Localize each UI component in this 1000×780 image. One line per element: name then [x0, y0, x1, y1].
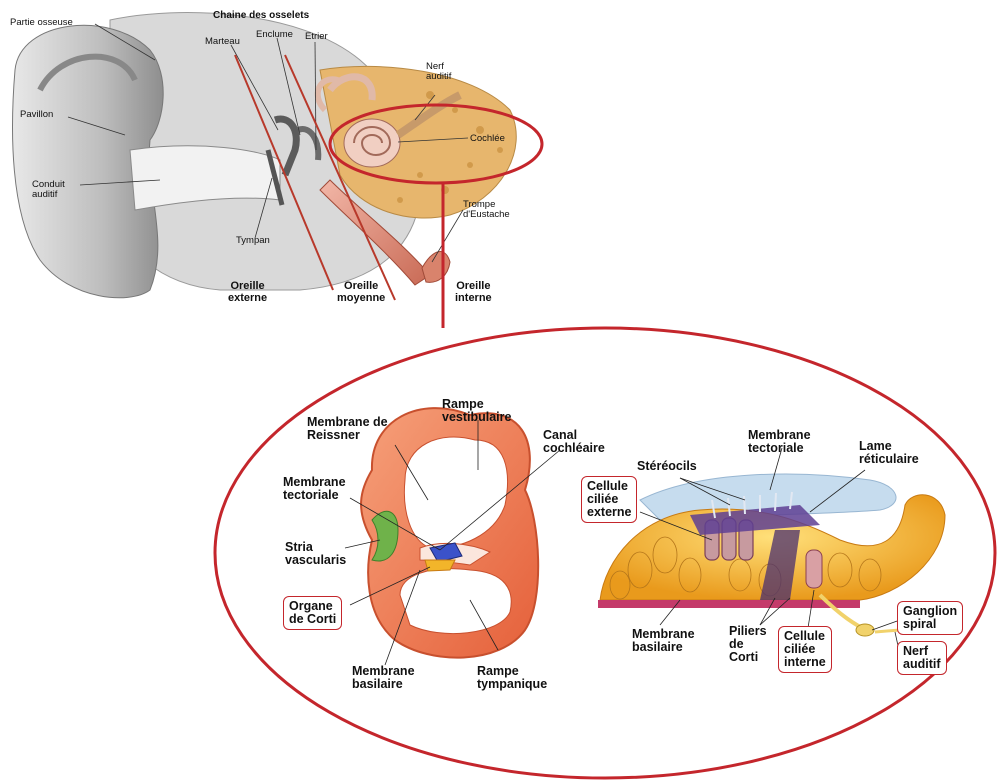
- label-membrane-basilaire-section: Membrane basilaire: [352, 665, 415, 691]
- cochlea-cross-section: [361, 408, 538, 658]
- ossicles-chain-title: Chaine des osselets: [213, 10, 309, 21]
- ear-anatomy-illustration: [13, 13, 517, 298]
- label-membrane-tectoriale-detail: Membrane tectoriale: [748, 429, 811, 455]
- label-piliers-corti: Piliers de Corti: [729, 625, 767, 664]
- label-membrane-basilaire-detail: Membrane basilaire: [632, 628, 695, 654]
- label-ganglion-spiral: Ganglion spiral: [897, 601, 963, 635]
- label-stereocils: Stéréocils: [637, 460, 697, 473]
- label-conduit-auditif: Conduit auditif: [32, 180, 65, 201]
- label-lame-reticulaire: Lame réticulaire: [859, 440, 919, 466]
- label-pavillon: Pavillon: [20, 110, 53, 120]
- zone-oreille-interne: Oreille interne: [455, 280, 492, 304]
- label-marteau: Marteau: [205, 37, 240, 47]
- label-rampe-tympanique: Rampe tympanique: [477, 665, 547, 691]
- zone-oreille-externe: Oreille externe: [228, 280, 267, 304]
- label-partie-osseuse: Partie osseuse: [10, 18, 73, 28]
- label-cellule-ciliee-externe: Cellule ciliée externe: [581, 476, 637, 523]
- label-rampe-vestibulaire: Rampe vestibulaire: [442, 398, 511, 424]
- label-cellule-ciliee-interne: Cellule ciliée interne: [778, 626, 832, 673]
- label-membrane-tectoriale-section: Membrane tectoriale: [283, 476, 346, 502]
- organ-of-corti-illustration: [598, 474, 945, 636]
- label-etrier: Etrier: [305, 32, 328, 42]
- zone-oreille-moyenne: Oreille moyenne: [337, 280, 385, 304]
- label-organe-corti: Organe de Corti: [283, 596, 342, 630]
- label-enclume: Enclume: [256, 30, 293, 40]
- label-membrane-reissner: Membrane de Reissner: [307, 416, 388, 442]
- label-cochlee: Cochlée: [470, 134, 505, 144]
- label-nerf-auditif-top: Nerf auditif: [426, 62, 451, 83]
- label-stria-vascularis: Stria vascularis: [285, 541, 346, 567]
- label-canal-cochleaire: Canal cochléaire: [543, 429, 605, 455]
- label-tympan: Tympan: [236, 236, 270, 246]
- label-trompe-eustache: Trompe d'Eustache: [463, 200, 510, 221]
- label-nerf-auditif-detail: Nerf auditif: [897, 641, 947, 675]
